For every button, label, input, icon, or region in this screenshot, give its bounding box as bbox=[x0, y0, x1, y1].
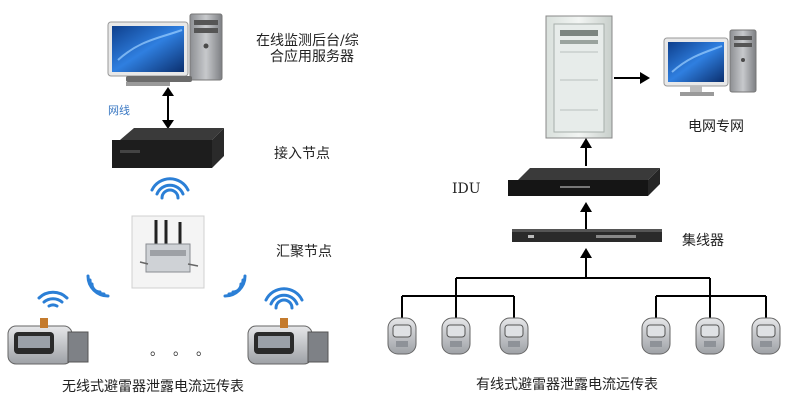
grid-network-label: 电网专网 bbox=[688, 119, 744, 135]
wired-meter-icon bbox=[641, 317, 671, 355]
wireless-meter-icon-left bbox=[7, 318, 89, 365]
wireless-caption: 无线式避雷器泄露电流远传表 bbox=[62, 379, 244, 395]
idu-label: IDU bbox=[452, 181, 481, 197]
wifi-signal-icon bbox=[150, 177, 190, 200]
access-node-device-icon bbox=[112, 128, 224, 168]
wifi-signal-icon bbox=[223, 274, 247, 298]
wired-caption: 有线式避雷器泄露电流远传表 bbox=[476, 377, 658, 393]
server-computer-icon bbox=[107, 13, 223, 86]
wired-meter-icon bbox=[751, 317, 781, 355]
wired-meter-icon bbox=[441, 317, 471, 355]
arrow-up bbox=[580, 202, 592, 230]
idu-device-icon bbox=[508, 168, 660, 196]
ellipsis: 。。。 bbox=[150, 343, 226, 359]
wireless-meter-icon-right bbox=[247, 318, 329, 365]
bidirectional-arrow bbox=[162, 87, 174, 129]
server-label-line1: 在线监测后台/综 bbox=[256, 33, 359, 49]
aggregation-node-label: 汇聚节点 bbox=[276, 244, 332, 260]
arrow-up bbox=[580, 248, 592, 278]
server-label-line2: 合应用服务器 bbox=[270, 49, 354, 65]
arrow-up bbox=[580, 138, 592, 166]
aggregation-node-device-icon bbox=[131, 215, 205, 289]
server-cabinet-icon bbox=[545, 15, 613, 139]
cable-label: 网线 bbox=[108, 104, 130, 117]
hub-label: 集线器 bbox=[682, 233, 724, 249]
grid-network-computer-icon bbox=[663, 29, 757, 96]
hub-device-icon bbox=[512, 229, 662, 242]
wired-meter-icon bbox=[499, 317, 529, 355]
wifi-signal-icon bbox=[86, 274, 110, 298]
wiring-lines bbox=[401, 277, 767, 318]
access-node-label: 接入节点 bbox=[274, 146, 330, 162]
wired-meter-icon bbox=[387, 317, 417, 355]
arrow-right bbox=[614, 72, 650, 84]
wifi-signal-icon bbox=[37, 290, 69, 308]
wired-meter-icon bbox=[695, 317, 725, 355]
wifi-signal-icon bbox=[264, 287, 304, 310]
